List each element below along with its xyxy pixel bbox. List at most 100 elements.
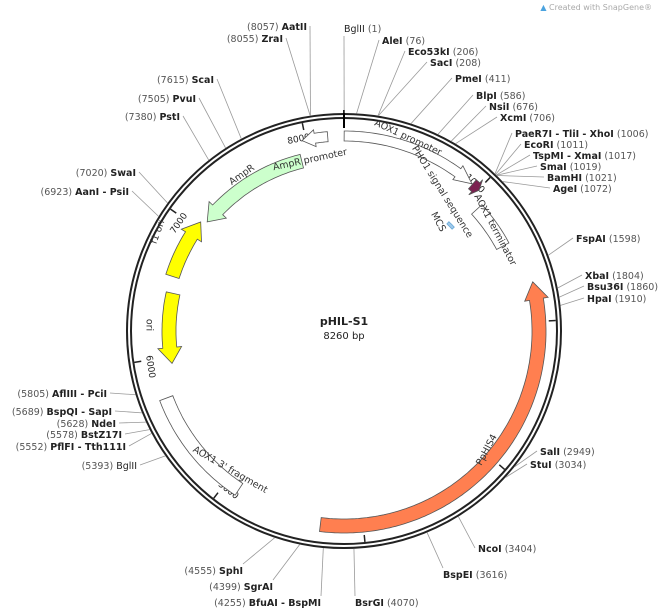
enzyme-label[interactable]: (8055) ZraI: [227, 34, 283, 45]
enzyme-site[interactable]: XbaI (1804): [557, 271, 644, 289]
enzyme-label[interactable]: SalI (2949): [540, 447, 595, 458]
enzyme-site[interactable]: XcmI (706): [455, 113, 555, 145]
enzyme-name: PflFI - Tth111I: [50, 442, 126, 453]
enzyme-site[interactable]: (5689) BspQI - SapI: [12, 407, 142, 418]
enzyme-label[interactable]: BlpI (586): [476, 91, 525, 102]
enzyme-site[interactable]: FspAI (1598): [548, 234, 640, 256]
enzyme-site[interactable]: BlpI (586): [437, 91, 525, 135]
enzyme-site[interactable]: AleI (76): [356, 36, 426, 114]
enzyme-label[interactable]: Eco53kI (206): [408, 47, 478, 58]
enzyme-label[interactable]: (4399) SgrAI: [209, 582, 273, 593]
enzyme-site[interactable]: (7020) SwaI: [76, 168, 168, 204]
feature-aox1-promoter[interactable]: [343, 130, 473, 185]
enzyme-label[interactable]: Bsu36I (1860): [587, 282, 658, 293]
enzyme-label[interactable]: FspAI (1598): [576, 234, 640, 245]
feature-mcs[interactable]: [446, 221, 455, 230]
enzyme-leader-line: [426, 532, 444, 569]
enzyme-label[interactable]: PmeI (411): [455, 74, 510, 85]
enzyme-site[interactable]: SalI (2949): [514, 447, 595, 468]
enzyme-site[interactable]: PmeI (411): [410, 74, 510, 124]
enzyme-label[interactable]: PaeR7I - TliI - XhoI (1006): [515, 129, 648, 140]
enzyme-site[interactable]: NsiI (676): [450, 102, 538, 142]
feature-aox1-3-fragment[interactable]: [159, 395, 244, 496]
enzyme-position: (411): [485, 74, 511, 85]
enzyme-site[interactable]: NcoI (3404): [458, 516, 536, 555]
enzyme-label[interactable]: (4255) BfuAI - BspMI: [214, 598, 321, 609]
enzyme-label[interactable]: (5805) AflIII - PciI: [17, 389, 107, 400]
enzyme-label[interactable]: StuI (3034): [530, 460, 586, 471]
enzyme-site[interactable]: (7505) PvuI: [138, 94, 226, 149]
feature-aox1-terminator[interactable]: [471, 204, 510, 251]
enzyme-label[interactable]: TspMI - XmaI (1017): [533, 151, 636, 162]
enzyme-site[interactable]: BspEI (3616): [426, 532, 507, 581]
enzyme-site[interactable]: (6923) AanI - PsiI: [41, 187, 159, 217]
tick-mark: [363, 534, 366, 543]
enzyme-label[interactable]: (5689) BspQI - SapI: [12, 407, 112, 418]
enzyme-site[interactable]: (8057) AatII: [247, 22, 311, 116]
enzyme-site[interactable]: SmaI (1019): [496, 162, 602, 176]
enzyme-site[interactable]: (7380) PstI: [125, 112, 210, 161]
enzyme-label[interactable]: AgeI (1072): [553, 184, 612, 195]
enzyme-label[interactable]: (5393) BglII: [82, 461, 137, 472]
feature-ori[interactable]: [157, 291, 183, 365]
enzyme-label[interactable]: (6923) AanI - PsiI: [41, 187, 130, 198]
enzyme-site[interactable]: (7615) ScaI: [157, 75, 242, 139]
enzyme-label[interactable]: (5578) BstZ17I: [46, 430, 122, 441]
enzyme-site[interactable]: HpaI (1910): [560, 294, 646, 306]
enzyme-label[interactable]: (5552) PflFI - Tth111I: [16, 442, 126, 453]
enzyme-leader-line: [559, 285, 585, 298]
feature-ampr-promoter[interactable]: [301, 128, 329, 148]
enzyme-site[interactable]: Eco53kI (206): [377, 47, 478, 116]
enzyme-label[interactable]: (7615) ScaI: [157, 75, 214, 86]
enzyme-label[interactable]: (7020) SwaI: [76, 168, 136, 179]
enzyme-label[interactable]: BamHI (1021): [547, 173, 617, 184]
enzyme-site[interactable]: (4555) SphI: [184, 537, 275, 577]
enzyme-site[interactable]: EcoRI (1011): [495, 140, 589, 175]
enzyme-label[interactable]: XcmI (706): [500, 113, 555, 124]
enzyme-name: PvuI: [173, 94, 196, 105]
enzyme-site[interactable]: PaeR7I - TliI - XhoI (1006): [494, 129, 648, 174]
enzyme-site[interactable]: (5805) AflIII - PciI: [17, 389, 136, 400]
enzyme-label[interactable]: HpaI (1910): [587, 294, 646, 305]
enzyme-label[interactable]: AleI (76): [382, 36, 425, 47]
enzyme-label[interactable]: (7505) PvuI: [138, 94, 196, 105]
enzyme-site[interactable]: (4399) SgrAI: [209, 544, 301, 593]
enzyme-site[interactable]: Bsu36I (1860): [559, 282, 658, 298]
enzyme-site[interactable]: (5628) NdeI: [57, 419, 146, 430]
enzyme-label[interactable]: SacI (208): [430, 58, 481, 69]
enzyme-label[interactable]: EcoRI (1011): [524, 140, 588, 151]
enzyme-position: (7380): [125, 112, 157, 123]
enzyme-site[interactable]: (4255) BfuAI - BspMI: [214, 547, 324, 609]
feature-ampr[interactable]: [206, 153, 304, 223]
enzyme-site[interactable]: (5393) BglII: [82, 455, 166, 472]
enzyme-site[interactable]: (5552) PflFI - Tth111I: [16, 433, 152, 453]
enzyme-site[interactable]: (8055) ZraI: [227, 34, 311, 116]
enzyme-site[interactable]: StuI (3034): [505, 460, 586, 478]
enzyme-site[interactable]: (5578) BstZ17I: [46, 429, 150, 441]
enzyme-label[interactable]: BglII (1): [344, 24, 381, 35]
enzyme-site[interactable]: BamHI (1021): [496, 173, 617, 184]
enzyme-site[interactable]: BsrGI (4070): [353, 548, 419, 609]
enzyme-label[interactable]: (7380) PstI: [125, 112, 180, 123]
enzyme-label[interactable]: NsiI (676): [489, 102, 538, 113]
enzyme-site[interactable]: SacI (208): [378, 58, 481, 116]
feature-pho1-signal-sequence[interactable]: [467, 179, 483, 196]
enzyme-label[interactable]: (5628) NdeI: [57, 419, 116, 430]
enzyme-label[interactable]: (8057) AatII: [247, 22, 307, 33]
enzyme-name: NdeI: [91, 419, 116, 430]
enzyme-label[interactable]: BspEI (3616): [443, 570, 507, 581]
enzyme-label[interactable]: BsrGI (4070): [355, 598, 419, 609]
enzyme-label[interactable]: XbaI (1804): [585, 271, 644, 282]
enzyme-site[interactable]: BglII (1): [343, 24, 381, 114]
enzyme-label[interactable]: (4555) SphI: [184, 566, 243, 577]
enzyme-name: XbaI: [585, 271, 609, 282]
enzyme-site[interactable]: AgeI (1072): [502, 181, 612, 195]
feature-pphis4[interactable]: [319, 281, 549, 534]
enzyme-label[interactable]: SmaI (1019): [540, 162, 601, 173]
enzyme-sites: BglII (1)AleI (76)Eco53kI (206)SacI (208…: [12, 22, 658, 609]
enzyme-label[interactable]: NcoI (3404): [478, 544, 536, 555]
enzyme-leader-line: [494, 132, 513, 174]
feature-f1-ori[interactable]: [165, 221, 202, 279]
enzyme-site[interactable]: TspMI - XmaI (1017): [496, 151, 636, 176]
